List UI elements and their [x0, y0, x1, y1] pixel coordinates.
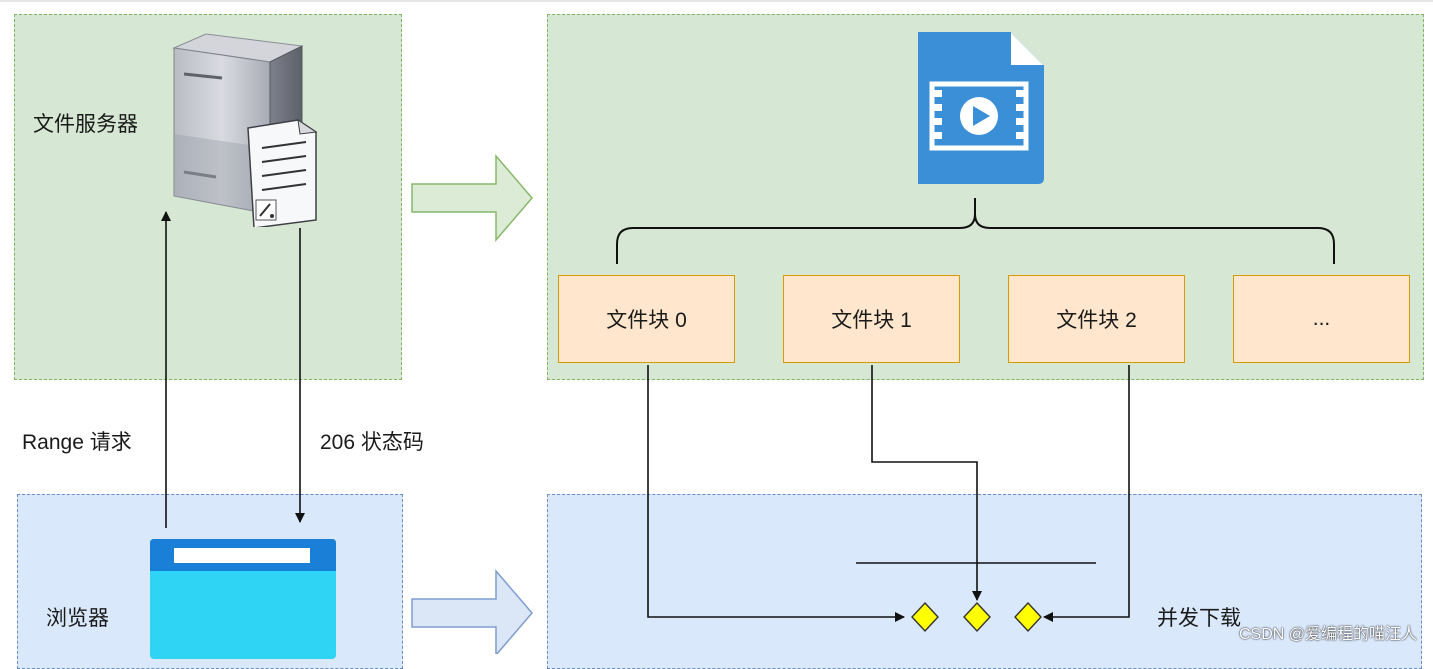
merge-diamond-0 — [911, 601, 939, 633]
merge-diamond-1 — [963, 601, 991, 633]
video-file-icon — [918, 32, 1044, 184]
merge-diamond-2 — [1014, 601, 1042, 633]
file-chunk-0-label: 文件块 0 — [606, 309, 687, 332]
file-chunk-2-label: 文件块 2 — [1056, 309, 1137, 332]
request-label: Range 请求 — [22, 431, 132, 454]
file-chunk-0: 文件块 0 — [558, 275, 735, 363]
server-icon — [172, 33, 318, 227]
file-chunk-1: 文件块 1 — [783, 275, 960, 363]
download-zone — [547, 494, 1422, 669]
concurrent-download-label: 并发下载 — [1157, 607, 1241, 630]
split-arrow — [411, 153, 533, 243]
server-zone-label: 文件服务器 — [33, 113, 138, 136]
chunk-2-download-arrow — [1043, 365, 1130, 622]
chunk-0-download-arrow — [647, 365, 905, 622]
response-label: 206 状态码 — [320, 431, 424, 454]
top-border-line — [0, 0, 1433, 2]
chunk-1-download-arrow — [871, 365, 982, 601]
file-chunk-more-label: ... — [1312, 307, 1331, 330]
browser-window-icon — [150, 539, 336, 659]
watermark: CSDN @爱编程的喵汪人 — [1238, 626, 1417, 643]
browser-zone-label: 浏览器 — [46, 607, 109, 630]
chunk-brace — [616, 198, 1335, 264]
file-chunk-more: ... — [1233, 275, 1410, 363]
file-chunk-1-label: 文件块 1 — [831, 309, 912, 332]
document-icon — [247, 118, 318, 227]
file-chunk-2: 文件块 2 — [1008, 275, 1185, 363]
merge-arrow — [411, 568, 533, 654]
